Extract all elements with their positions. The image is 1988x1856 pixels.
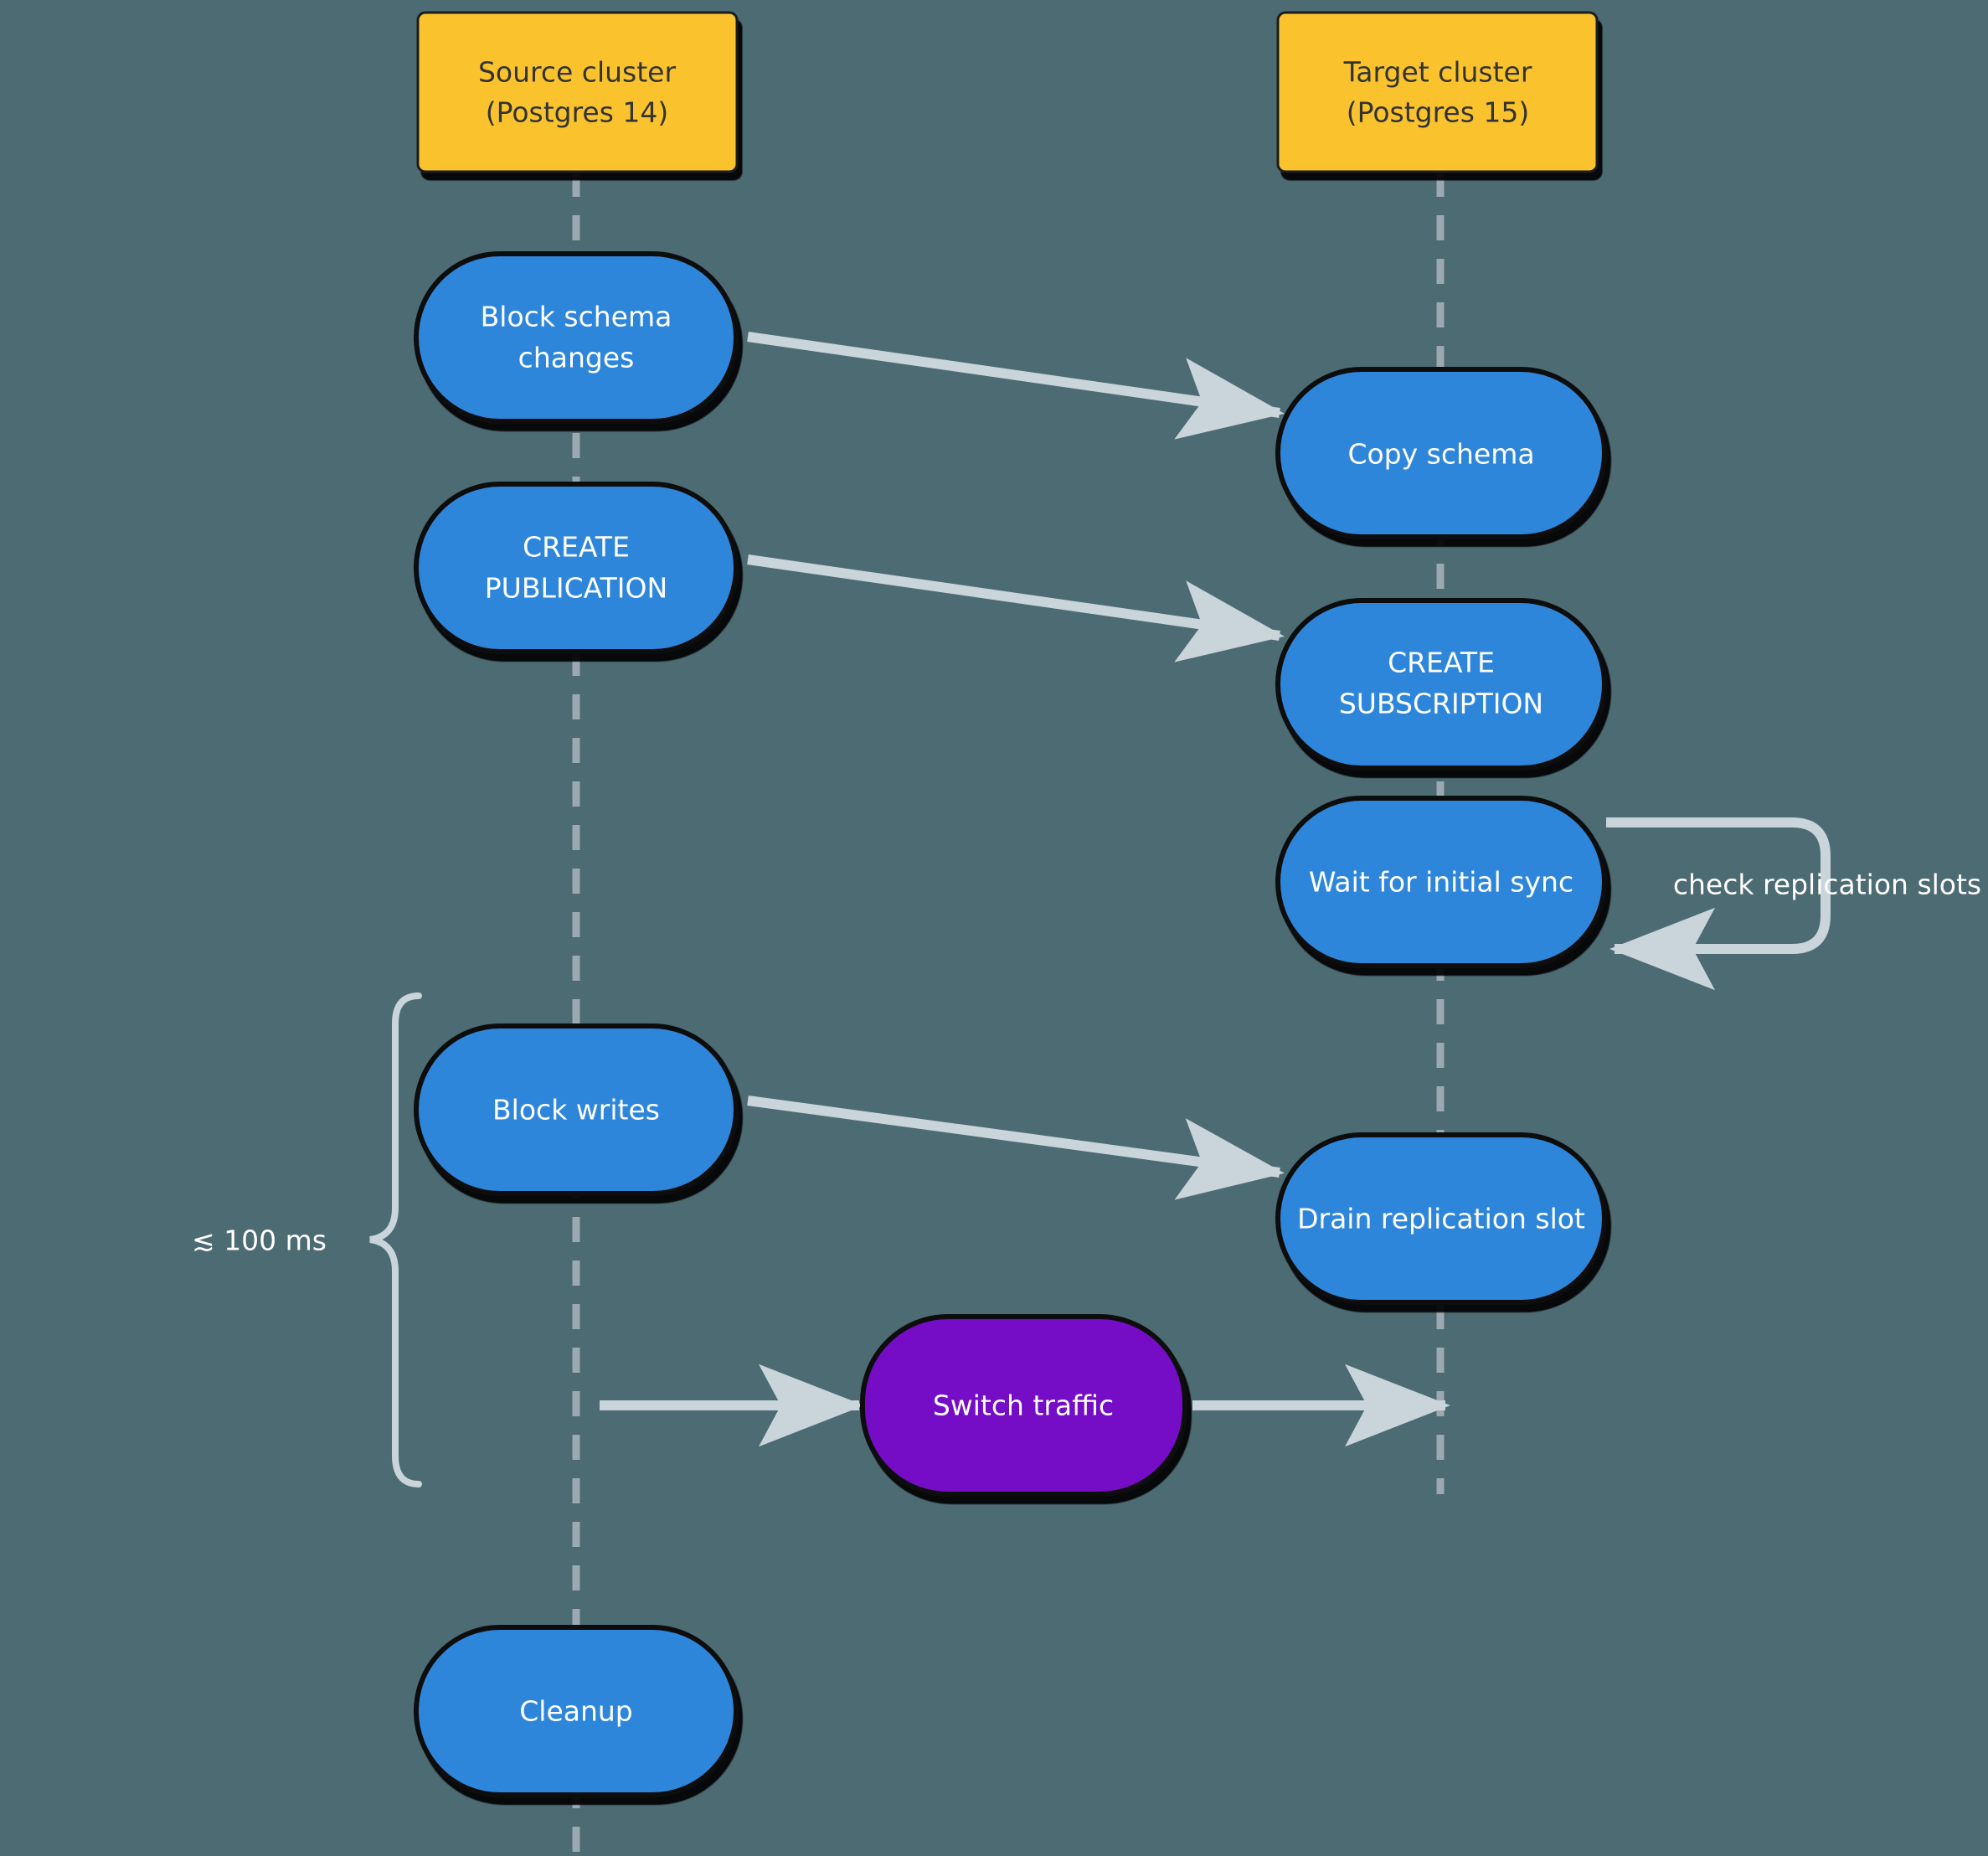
self-loop-label: check replication slots (1673, 869, 1981, 901)
actor-target-cluster-box (1276, 11, 1599, 173)
node-wait-for-initial-sync-line1: Wait for initial sync (1309, 866, 1573, 899)
edge-self-loop-check-replication-slots: check replication slots (1606, 817, 1981, 991)
actor-source-cluster[interactable]: Source cluster (Postgres 14) (416, 11, 739, 173)
node-create-subscription-shape (1275, 598, 1607, 771)
edge-block-writes-to-drain-replication-slot (747, 1096, 1285, 1200)
actor-source-cluster-line2: (Postgres 14) (486, 96, 669, 129)
node-copy-schema-line1: Copy schema (1347, 438, 1534, 471)
self-loop-path (1606, 817, 1831, 991)
edge-block-schema-to-copy-schema (747, 332, 1285, 440)
node-copy-schema[interactable]: Copy schema (1275, 367, 1607, 539)
node-cleanup-shape (414, 1625, 739, 1797)
node-create-publication[interactable]: CREATE PUBLICATION (414, 482, 739, 654)
edge-create-publication-to-create-subscription (747, 554, 1285, 662)
node-create-subscription[interactable]: CREATE SUBSCRIPTION (1275, 598, 1607, 771)
node-drain-replication-slot-shape (1275, 1132, 1607, 1305)
node-cleanup[interactable]: Cleanup (414, 1625, 739, 1797)
annotation-downtime-brace: ≲ 100 ms (192, 992, 422, 1487)
node-block-schema-changes-line2: changes (518, 342, 635, 374)
node-drain-replication-slot[interactable]: Drain replication slot (1275, 1132, 1607, 1305)
brace-path (369, 992, 422, 1487)
node-switch-traffic[interactable]: Switch traffic (860, 1314, 1187, 1497)
node-drain-replication-slot-line1: Drain replication slot (1297, 1203, 1585, 1235)
edges (600, 332, 1450, 1447)
node-block-schema-changes-shape (414, 251, 739, 424)
actor-target-cluster-line2: (Postgres 15) (1347, 96, 1530, 129)
node-block-schema-changes[interactable]: Block schema changes (414, 251, 739, 424)
node-block-schema-changes-line1: Block schema (481, 301, 672, 333)
brace-label: ≲ 100 ms (192, 1224, 327, 1257)
actor-source-cluster-line1: Source cluster (478, 56, 676, 89)
node-switch-traffic-shape (860, 1314, 1187, 1497)
node-create-subscription-line2: SUBSCRIPTION (1339, 688, 1543, 720)
node-switch-traffic-line1: Switch traffic (933, 1389, 1114, 1422)
node-cleanup-line1: Cleanup (519, 1695, 633, 1728)
actor-source-cluster-box (416, 11, 739, 173)
node-wait-for-initial-sync-shape (1275, 796, 1607, 968)
node-block-writes-line1: Block writes (492, 1094, 660, 1126)
node-block-writes[interactable]: Block writes (414, 1023, 739, 1196)
node-create-publication-line2: PUBLICATION (485, 572, 667, 605)
node-wait-for-initial-sync[interactable]: Wait for initial sync (1275, 796, 1607, 968)
node-create-subscription-line1: CREATE (1388, 647, 1495, 679)
node-create-publication-shape (414, 482, 739, 654)
actor-target-cluster[interactable]: Target cluster (Postgres 15) (1276, 11, 1599, 173)
actor-target-cluster-line1: Target cluster (1343, 56, 1532, 89)
node-block-writes-shape (414, 1023, 739, 1196)
node-create-publication-line1: CREATE (523, 531, 630, 564)
node-copy-schema-shape (1275, 367, 1607, 539)
